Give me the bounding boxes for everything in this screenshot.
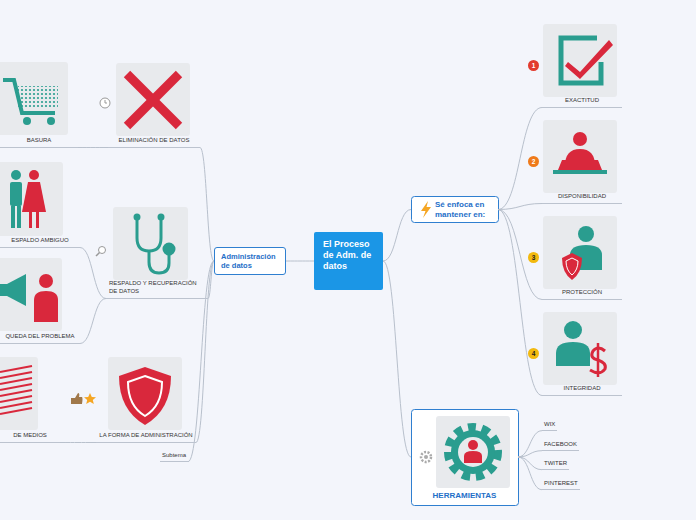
- subtopic: ESPALDO AMBIGUO: [0, 160, 80, 248]
- thumbs-icon: [71, 393, 83, 404]
- connector-line: [498, 210, 542, 300]
- node-text: EXACTITUD: [565, 97, 599, 105]
- subtopic: QUEDA DEL PROBLEMA: [0, 256, 80, 344]
- callout-number: 1: [528, 60, 539, 71]
- node-text: PINTEREST: [544, 480, 578, 487]
- stethoscope-icon: [135, 215, 174, 273]
- subtopic: EXACTITUD: [542, 22, 622, 108]
- subtopic: TWITER: [542, 460, 569, 470]
- node-text: ELIMINACIÓN DE DATOS: [119, 137, 190, 145]
- node-text: DE MEDIOS: [13, 432, 47, 440]
- checkbox-icon: [561, 38, 613, 83]
- node-text: ESPALDO AMBIGUO: [11, 237, 69, 245]
- callout-number: 4: [528, 348, 539, 359]
- connector-line: [518, 457, 542, 490]
- main-topic: Administración de datos: [214, 247, 286, 275]
- subtopic: INTEGRIDAD: [542, 310, 622, 396]
- subtopic: PROTECCIÓN: [542, 214, 622, 300]
- connector-line: [78, 147, 108, 148]
- node-text: BASURA: [27, 137, 52, 145]
- node-text: TWITER: [544, 460, 567, 467]
- person-shield-icon: [562, 226, 602, 280]
- connector-line: [80, 299, 106, 344]
- node-text: DISPONIBILIDAD: [558, 193, 606, 201]
- node-text: WIX: [544, 421, 555, 428]
- subtopic: FACEBOOK: [542, 441, 579, 451]
- shield-icon: [119, 367, 171, 425]
- megaphone-person-icon: [0, 274, 58, 322]
- node-text: Administración de datos: [221, 252, 279, 270]
- stack-icon: [0, 366, 32, 414]
- star-icon: [84, 393, 96, 404]
- node-text: Subtema: [162, 452, 186, 459]
- connector-line: [498, 210, 542, 396]
- couple-icon: [10, 170, 46, 228]
- connector-line: [498, 204, 542, 210]
- subtopic: LA FORMA DE ADMINISTRACIÓN: [96, 355, 196, 443]
- central-topic: El Proceso de Adm. de datos: [314, 232, 383, 290]
- gear-person-icon: [448, 427, 498, 477]
- node-text: RESPALDO Y RECUPERACIÓN DE DATOS: [109, 280, 205, 295]
- topic-box: [412, 410, 519, 506]
- connector-line: [60, 442, 96, 443]
- subtopic: BASURA: [0, 60, 78, 148]
- connector-line: [80, 248, 106, 299]
- node-text: HERRAMIENTAS: [433, 491, 497, 500]
- subtopic: PINTEREST: [542, 480, 580, 490]
- subtopic: WIX: [542, 421, 557, 431]
- connector-line: [383, 261, 411, 457]
- magnifier-icon: [96, 247, 106, 257]
- subtopic: RESPALDO Y RECUPERACIÓN DE DATOS: [106, 205, 208, 299]
- subtopic: ELIMINACIÓN DE DATOS: [108, 60, 200, 148]
- callout-number: 3: [528, 252, 539, 263]
- node-text: LA FORMA DE ADMINISTRACIÓN: [99, 432, 192, 440]
- connector-line: [286, 261, 314, 262]
- connector-line: [518, 457, 542, 470]
- main-topic: HERRAMIENTAS: [411, 409, 518, 505]
- subtopic: Subtema: [160, 452, 188, 462]
- node-text: Sé enfoca en mantener en:: [435, 200, 495, 219]
- main-topic: Sé enfoca en mantener en:: [411, 196, 498, 223]
- image-tile: [0, 24, 617, 488]
- gear-marker: [421, 452, 431, 462]
- subtopic: DISPONIBILIDAD: [542, 118, 622, 204]
- node-text: El Proceso de Adm. de datos: [323, 239, 374, 271]
- person-laptop-icon: [553, 132, 607, 174]
- lightning-icon: [421, 201, 431, 218]
- cart-icon: [3, 80, 58, 125]
- topic-box: [412, 197, 499, 223]
- connector-line: [196, 261, 214, 443]
- connector-line: [383, 210, 411, 262]
- subtopic: DE MEDIOS: [0, 355, 60, 443]
- node-text: QUEDA DEL PROBLEMA: [5, 333, 74, 341]
- connector-line: [518, 451, 542, 457]
- node-text: INTEGRIDAD: [563, 385, 600, 393]
- connector-line: [498, 108, 542, 210]
- callout-number: 2: [528, 156, 539, 167]
- x-icon: [127, 74, 179, 126]
- person-money-icon: [556, 321, 605, 377]
- node-text: PROTECCIÓN: [562, 289, 602, 297]
- connector-line: [518, 431, 542, 457]
- node-text: FACEBOOK: [544, 441, 577, 448]
- clock-icon: [100, 98, 110, 108]
